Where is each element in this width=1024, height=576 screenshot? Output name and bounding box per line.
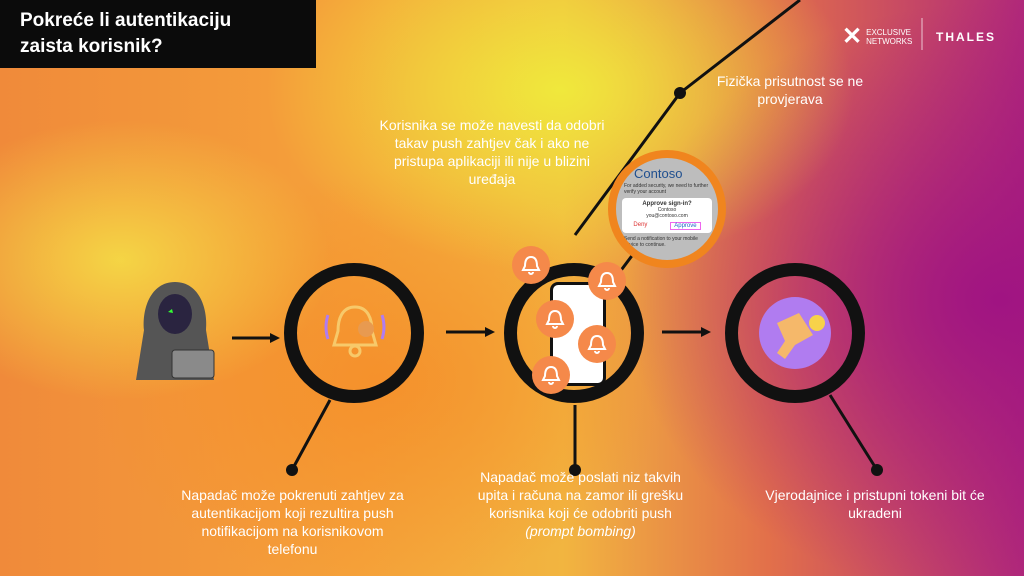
popup-footer: Send a notification to your mobile devic… [624, 236, 698, 248]
popup-org: Contoso [657, 207, 677, 213]
bell-icon [532, 356, 570, 394]
title-line-2: zaista korisnik? [20, 36, 163, 57]
bell-icon [588, 262, 626, 300]
popup-email: you@contoso.com [646, 213, 688, 219]
logo-exclusive: EXCLUSIVE [866, 27, 912, 37]
text-physical-presence: Fizička prisutnost se ne provjerava [716, 73, 864, 107]
bell-icon [536, 300, 574, 338]
page-title: Pokreće li autentikaciju zaista korisnik? [0, 0, 316, 68]
thales-logo: THALES [936, 30, 996, 44]
deny-button[interactable]: Deny [633, 222, 648, 228]
logo-networks: NETWORKS [866, 36, 913, 46]
dot [286, 464, 298, 476]
bell-icon [512, 246, 550, 284]
text-manipulate-user: Korisnika se može navesti da odobri taka… [379, 117, 605, 187]
approve-signin-magnifier: Contoso For added security, we need to f… [608, 150, 726, 268]
popup-intro: For added security, we need to further v… [624, 183, 709, 195]
arrow-1 [270, 333, 280, 343]
x-logo-icon: ✕ [842, 23, 863, 50]
text-step2: Napadač može poslati niz takvih upita i … [468, 468, 693, 540]
text-step1: Napadač može pokrenuti zahtjev za autent… [181, 487, 404, 557]
hacker-icon [136, 282, 215, 380]
text-step3: Vjerodajnice i pristupni tokeni bit će u… [765, 487, 985, 521]
dot [871, 464, 883, 476]
ringing-bell-icon [324, 305, 386, 358]
thief-icon [759, 297, 831, 369]
arrow-2 [485, 327, 495, 337]
title-line-1: Pokreće li autentikaciju [20, 10, 232, 31]
popup-brand: Contoso [634, 166, 683, 181]
bell-icon [578, 325, 616, 363]
step2-body: Napadač može poslati niz takvih upita i … [477, 469, 684, 521]
popup-dialog: Approve sign-in? Contoso you@contoso.com… [622, 198, 712, 233]
popup-title: Approve sign-in? [642, 201, 692, 207]
dot [569, 464, 581, 476]
connector-step3 [828, 394, 879, 471]
approve-button[interactable]: Approve [670, 222, 701, 230]
arrow-3 [701, 327, 711, 337]
dot [674, 87, 686, 99]
connector-step1 [290, 399, 332, 471]
step2-term: (prompt bombing) [525, 523, 636, 539]
